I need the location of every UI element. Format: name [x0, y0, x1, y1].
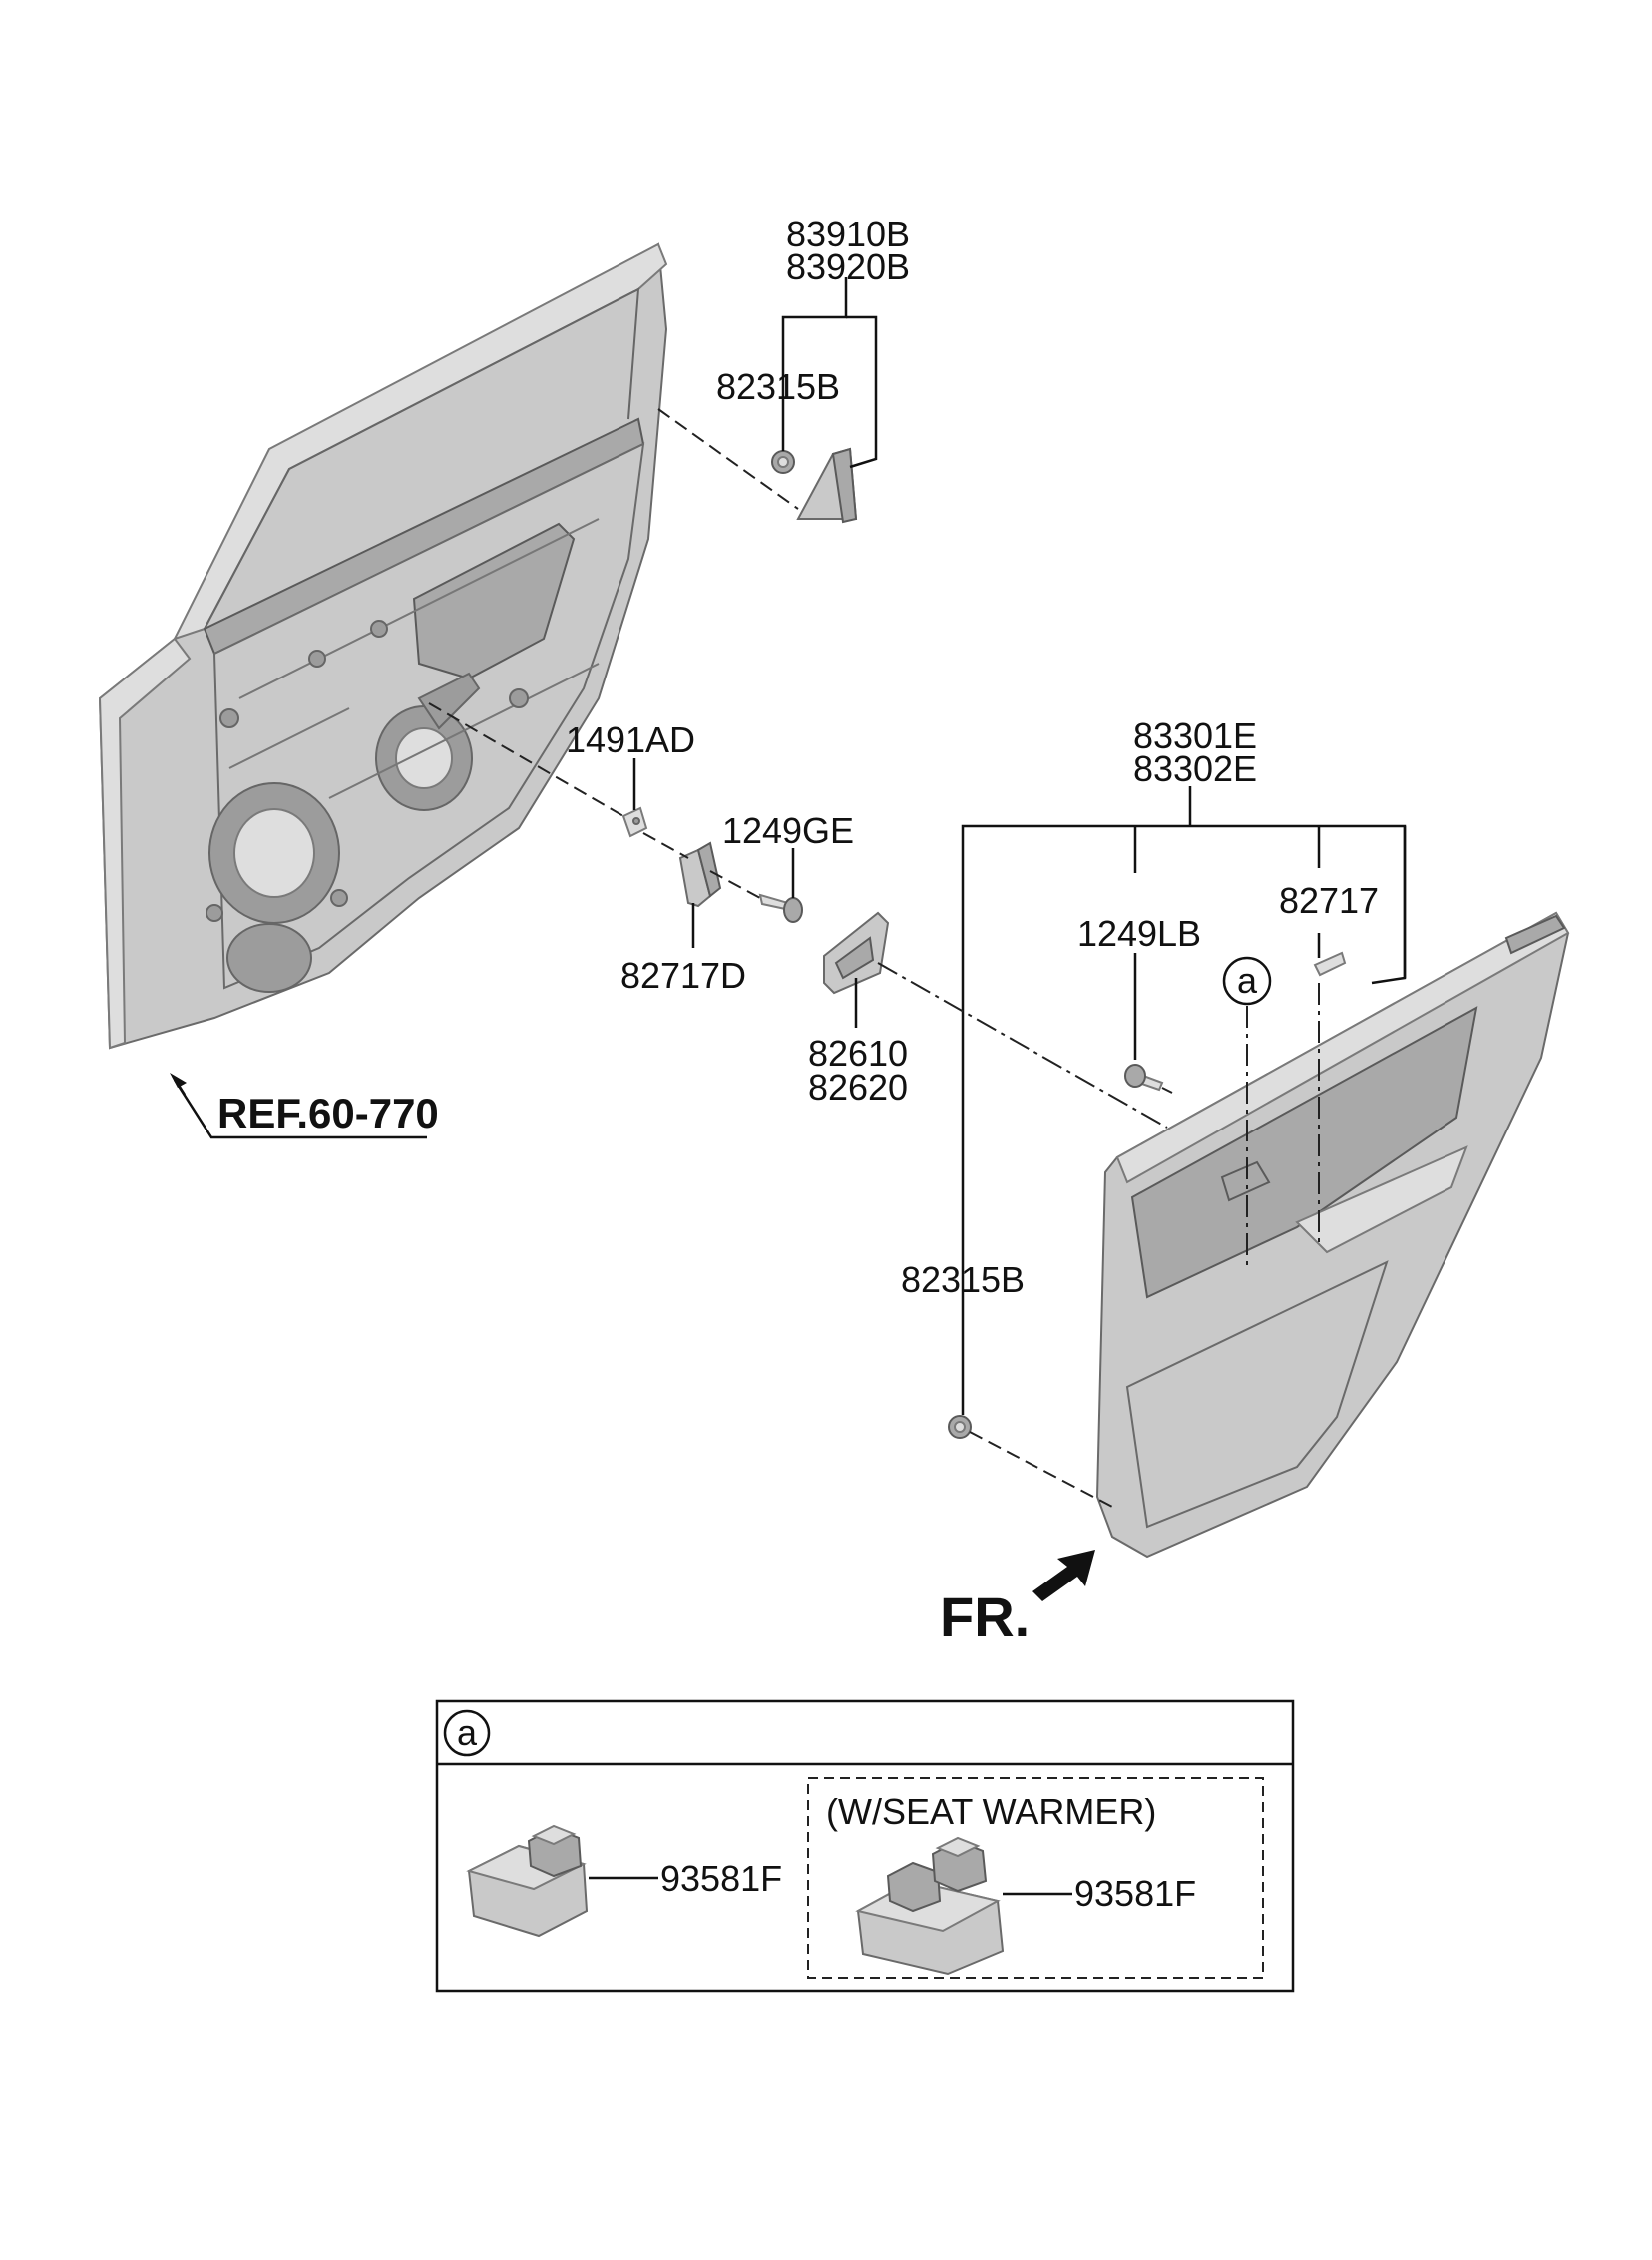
label-83920B: 83920B: [786, 246, 910, 287]
label-ref: REF.60-770: [217, 1090, 439, 1136]
clip-82315B-top: [771, 450, 795, 474]
screw-1249GE: [758, 893, 803, 923]
label-82610: 82610: [808, 1033, 908, 1074]
door-panel: [98, 242, 668, 1050]
label-1249GE: 1249GE: [722, 810, 854, 851]
callout-a-text: a: [1237, 960, 1258, 1001]
label-1249LB: 1249LB: [1077, 913, 1201, 954]
label-83302E: 83302E: [1133, 748, 1257, 789]
option-title: (W/SEAT WARMER): [826, 1791, 1156, 1832]
assembly-lines: [428, 408, 1320, 1508]
label-82717: 82717: [1279, 880, 1379, 921]
clip-82717: [1313, 951, 1347, 977]
clip-82315B-bottom: [948, 1415, 972, 1439]
detail-callout-a: a: [457, 1712, 478, 1753]
callout-a-marker: a: [1222, 956, 1272, 1006]
part-labels: 83910B 83920B 82315B 1491AD 1249GE 82717…: [217, 214, 1379, 1300]
window-switch-seat-warmer-part: [855, 1836, 1005, 1976]
fr-label: FR.: [940, 1585, 1030, 1648]
nut-1491AD: [621, 806, 648, 838]
detail-box-a: a 93581F (W/SEAT WARMER) 93581F: [435, 1699, 1295, 1993]
label-1491AD: 1491AD: [566, 719, 695, 760]
front-direction-indicator: FR.: [940, 1550, 1095, 1648]
label-82620: 82620: [808, 1067, 908, 1108]
mirror-cover-part: [796, 447, 858, 524]
label-83301E: 83301E: [1133, 715, 1257, 756]
label-82315B-top: 82315B: [716, 366, 840, 407]
door-trim-panel: [1095, 911, 1570, 1559]
label-93581F-left: 93581F: [660, 1858, 782, 1899]
leader-lines: [170, 277, 1407, 1415]
label-82315B-bottom: 82315B: [901, 1259, 1025, 1300]
window-switch-part: [466, 1824, 589, 1938]
label-93581F-right: 93581F: [1074, 1873, 1196, 1914]
label-83910B: 83910B: [786, 214, 910, 254]
inside-handle-82610: [823, 911, 890, 995]
label-82717D: 82717D: [620, 955, 746, 996]
bracket-82717D: [678, 841, 722, 908]
screw-1249LB: [1124, 1064, 1164, 1092]
